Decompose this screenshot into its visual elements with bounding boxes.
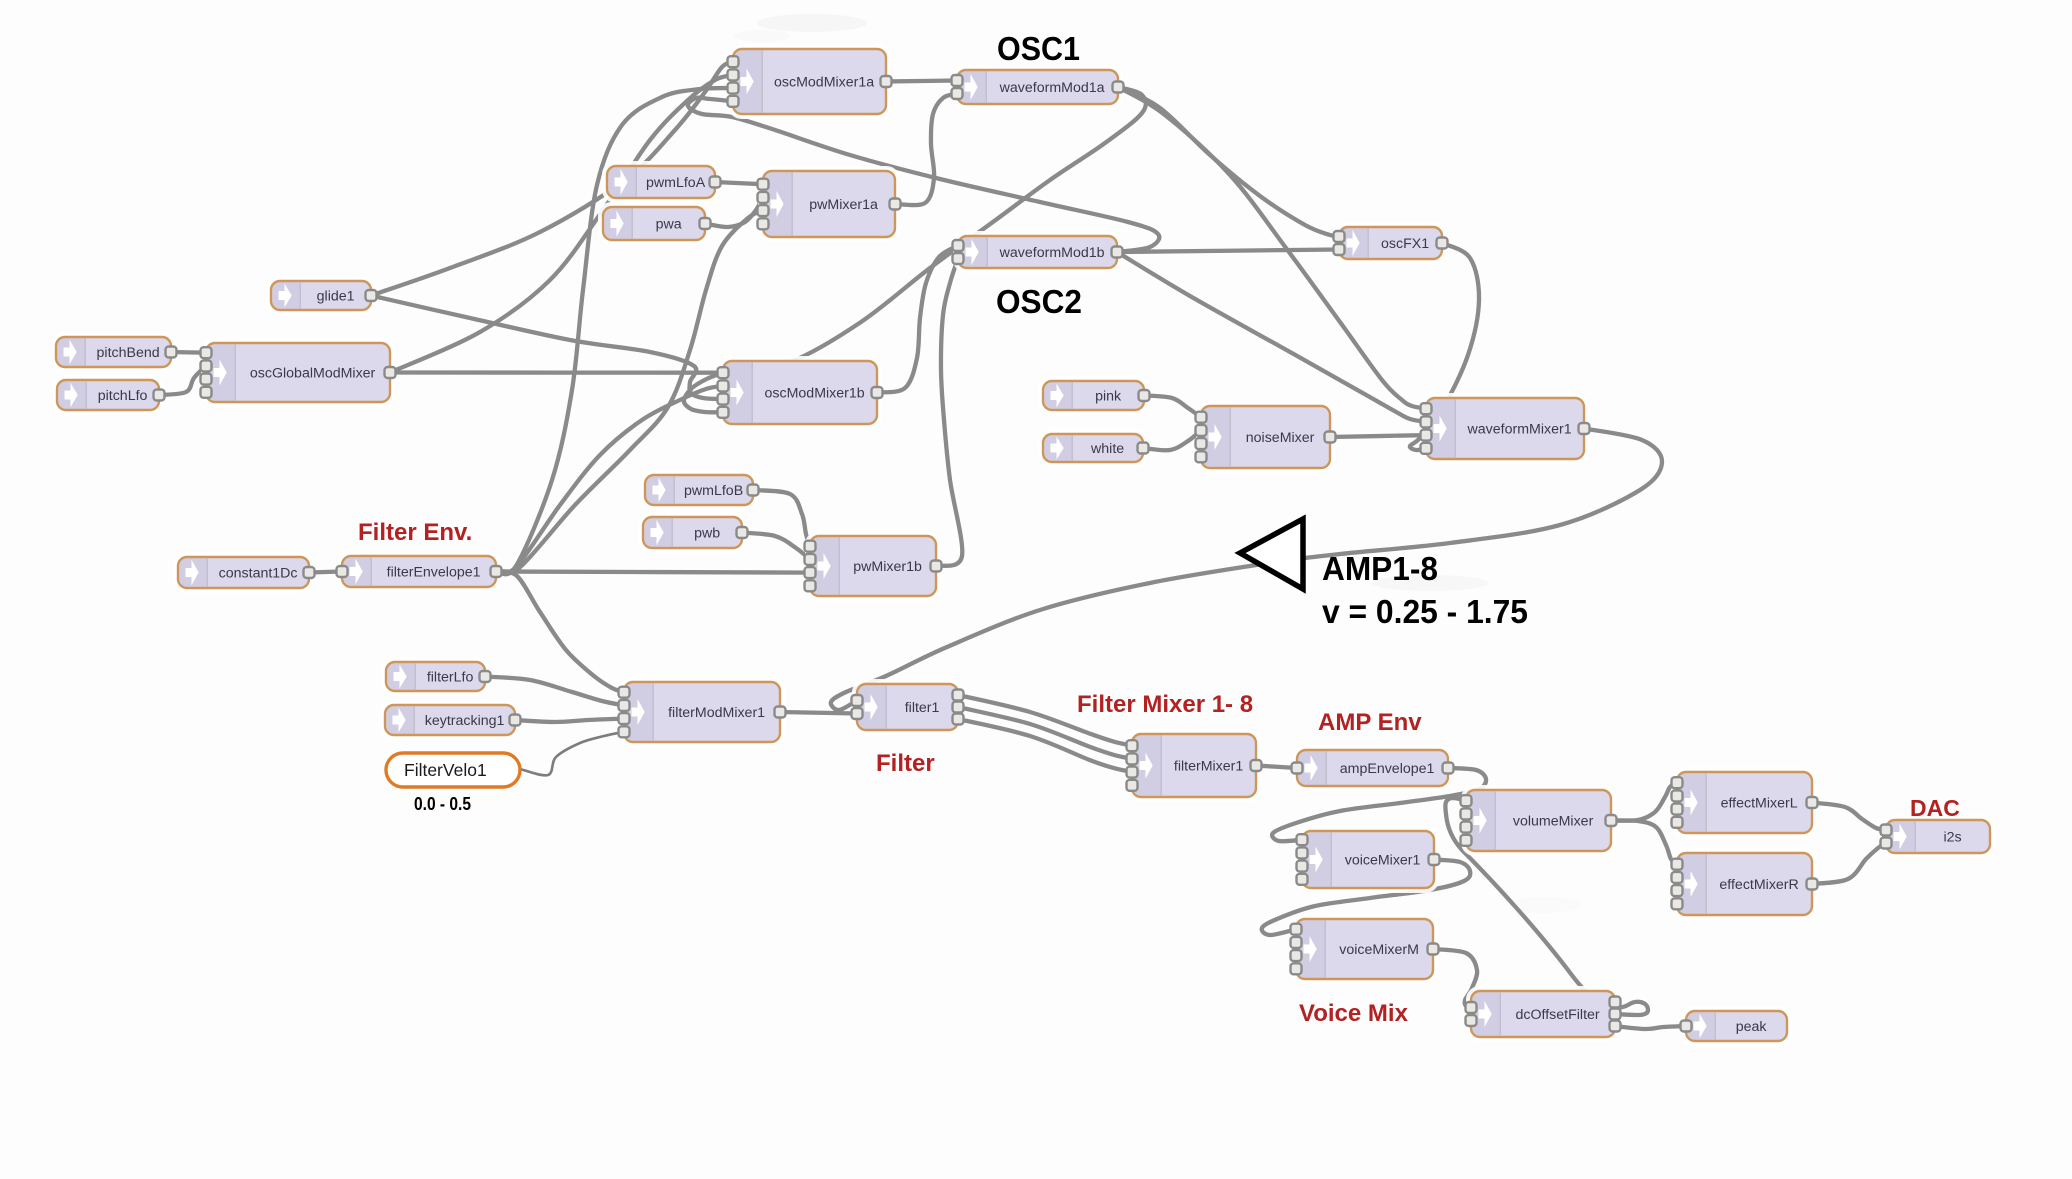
- svg-text:oscModMixer1a: oscModMixer1a: [774, 75, 874, 91]
- svg-text:pwmLfoB: pwmLfoB: [684, 483, 743, 499]
- svg-text:Filter Mixer 1- 8: Filter Mixer 1- 8: [1077, 691, 1253, 718]
- svg-text:glide1: glide1: [317, 289, 355, 305]
- svg-text:effectMixerL: effectMixerL: [1721, 796, 1798, 812]
- svg-text:waveformMixer1: waveformMixer1: [1467, 422, 1572, 438]
- svg-text:oscGlobalModMixer: oscGlobalModMixer: [250, 366, 376, 382]
- svg-text:filter1: filter1: [905, 700, 940, 716]
- svg-text:v = 0.25 - 1.75: v = 0.25 - 1.75: [1322, 593, 1528, 630]
- svg-text:effectMixerR: effectMixerR: [1719, 877, 1798, 893]
- svg-text:voiceMixer1: voiceMixer1: [1345, 853, 1421, 869]
- svg-text:noiseMixer: noiseMixer: [1246, 430, 1315, 446]
- svg-text:white: white: [1090, 441, 1124, 457]
- svg-text:oscModMixer1b: oscModMixer1b: [765, 386, 865, 402]
- svg-text:pwMixer1a: pwMixer1a: [809, 197, 878, 213]
- svg-text:pwa: pwa: [656, 217, 682, 233]
- svg-text:waveformMod1b: waveformMod1b: [999, 245, 1105, 261]
- svg-text:dcOffsetFilter: dcOffsetFilter: [1516, 1007, 1600, 1023]
- svg-text:pwmLfoA: pwmLfoA: [646, 175, 706, 191]
- svg-text:pwb: pwb: [694, 526, 720, 542]
- svg-text:Filter: Filter: [876, 750, 935, 777]
- svg-text:voiceMixerM: voiceMixerM: [1339, 942, 1419, 958]
- svg-text:OSC1: OSC1: [997, 30, 1080, 67]
- svg-text:filterLfo: filterLfo: [427, 670, 474, 686]
- svg-text:oscFX1: oscFX1: [1381, 236, 1429, 252]
- svg-text:pitchLfo: pitchLfo: [98, 388, 148, 404]
- svg-text:peak: peak: [1736, 1019, 1768, 1035]
- svg-text:AMP1-8: AMP1-8: [1322, 550, 1438, 587]
- svg-text:constant1Dc: constant1Dc: [219, 566, 298, 582]
- svg-text:FilterVelo1: FilterVelo1: [404, 760, 487, 780]
- svg-text:pwMixer1b: pwMixer1b: [853, 559, 922, 575]
- svg-text:pink: pink: [1095, 389, 1122, 405]
- svg-text:filterModMixer1: filterModMixer1: [668, 705, 765, 721]
- svg-text:DAC: DAC: [1910, 795, 1960, 821]
- svg-text:Voice Mix: Voice Mix: [1299, 1000, 1409, 1027]
- svg-text:keytracking1: keytracking1: [425, 713, 505, 729]
- svg-text:i2s: i2s: [1944, 830, 1962, 846]
- svg-text:filterEnvelope1: filterEnvelope1: [387, 565, 481, 581]
- svg-text:AMP Env: AMP Env: [1318, 709, 1422, 736]
- svg-text:OSC2: OSC2: [996, 283, 1082, 320]
- svg-text:filterMixer1: filterMixer1: [1174, 759, 1243, 775]
- svg-text:Filter Env.: Filter Env.: [358, 519, 472, 546]
- svg-text:pitchBend: pitchBend: [97, 345, 160, 361]
- svg-text:0.0 - 0.5: 0.0 - 0.5: [414, 794, 471, 814]
- svg-text:ampEnvelope1: ampEnvelope1: [1340, 761, 1435, 777]
- svg-text:volumeMixer: volumeMixer: [1513, 814, 1594, 830]
- svg-text:waveformMod1a: waveformMod1a: [999, 80, 1105, 96]
